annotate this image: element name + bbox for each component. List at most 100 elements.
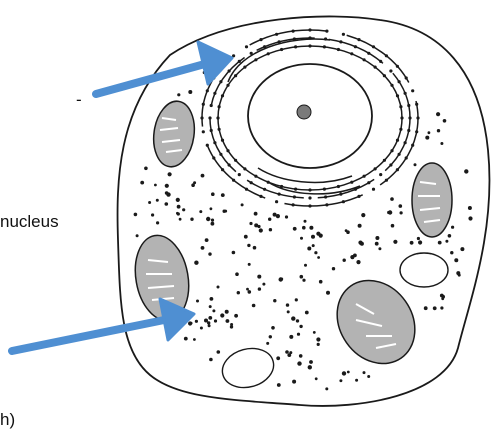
ribosome-dot [311,235,315,239]
ribosome-dot [210,129,213,132]
ribosome-dot [201,174,205,178]
ribosome-dot [357,38,360,41]
ribosome-dot [249,222,252,225]
ribosome-dot [299,354,303,358]
ribosome-dot [200,327,203,330]
ribosome-dot [390,197,394,201]
ribosome-dot [280,278,283,281]
ribosome-dot [307,247,311,251]
ribosome-dot [456,271,460,275]
ribosome-dot [206,89,209,92]
ribosome-dot [314,251,317,254]
ribosome-dot [266,342,269,345]
ribosome-dot [276,356,280,360]
ribosome-dot [391,224,395,228]
ribosome-dot [411,144,414,147]
ribosome-dot [232,251,236,255]
ribosome-dot [324,37,327,40]
ribosome-dot [342,33,345,36]
ribosome-dot [418,240,422,244]
ribosome-dot [296,319,299,322]
ribosome-dot [389,69,392,72]
ribosome-dot [232,179,235,182]
ribosome-dot [404,141,407,144]
ribosome-dot [218,105,221,108]
ribosome-dot [405,156,408,159]
ribosome-dot [398,80,401,83]
ribosome-dot [190,218,193,221]
ribosome-dot [425,136,429,140]
ribosome-dot [343,259,346,262]
ribosome-dot [206,217,210,221]
ribosome-dot [254,175,257,178]
ribosome-dot [445,240,448,243]
ribosome-dot [199,210,202,213]
ribosome-dot [297,361,301,365]
ribosome-dot [228,69,231,72]
ribosome-dot [285,350,289,354]
ribosome-dot [165,184,169,188]
ribosome-dot [388,210,392,214]
ribosome-dot [408,116,411,119]
ribosome-dot [257,275,261,279]
ribosome-dot [308,196,311,199]
ribosome-dot [219,80,222,83]
ribosome-dot [217,350,221,354]
ribosome-dot [308,204,311,207]
ribosome-dot [312,244,315,247]
ribosome-dot [156,199,159,202]
ribosome-dot [356,260,360,264]
ribosome-dot [309,360,313,364]
ribosome-dot [367,52,370,55]
ribosome-dot [342,200,345,203]
ribosome-dot [399,204,403,208]
ribosome-dot [390,149,393,152]
ribosome-dot [294,45,297,48]
ribosome-dot [271,326,275,330]
ribosome-dot [245,45,248,48]
ribosome-dot [400,116,403,119]
ribosome-dot [244,235,248,239]
ribosome-dot [267,52,270,55]
ribosome-dot [176,198,180,202]
ribosome-dot [323,45,326,48]
ribosome-dot [399,128,402,131]
ribosome-dot [302,226,306,230]
ribosome-dot [308,44,311,47]
ribosome-dot [289,335,293,339]
ribosome-dot [246,288,249,291]
ribosome-dot [259,228,263,232]
ribosome-dot [450,251,453,254]
ribosome-dot [211,192,215,196]
ribosome-dot [208,316,212,320]
ribosome-dot [285,215,288,218]
ribosome-dot [237,291,240,294]
ribosome-dot [396,168,399,171]
ribosome-dot [248,290,252,294]
ribosome-dot [468,206,472,210]
ribosome-dot [190,322,193,325]
ribosome-dot [437,129,440,132]
ribosome-dot [389,163,392,166]
ribosome-dot [405,76,408,79]
ribosome-dot [319,234,323,238]
ribosome-dot [214,319,217,322]
ribosome-dot [295,298,298,301]
ribosome-dot [436,112,440,116]
ribosome-dot [293,195,296,198]
ribosome-dot [308,188,311,191]
ribosome-dot [234,314,238,318]
ribosome-dot [213,92,216,95]
ribosome-dot [396,139,399,142]
ribosome-dot [289,351,292,354]
ribosome-dot [273,299,276,302]
ribosome-dot [210,207,213,210]
ribosome-dot [378,247,381,250]
ribosome-dot [400,211,403,214]
ribosome-dot [308,28,311,31]
ribosome-dot [193,338,196,341]
ribosome-dot [221,193,225,197]
ribosome-dot [207,321,210,324]
ribosome-dot [375,242,379,246]
ribosome-dot [263,45,266,48]
